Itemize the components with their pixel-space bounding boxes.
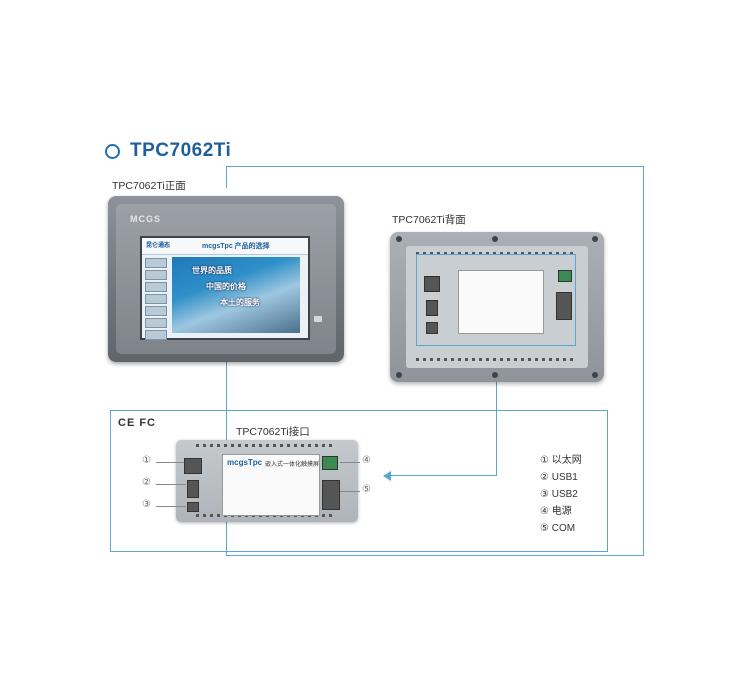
- legend-item: ② USB1: [540, 472, 578, 483]
- com-port: [322, 480, 340, 510]
- interface-device-image: mcgsTpc 嵌入式一体化触摸屏: [176, 440, 358, 522]
- touch-screen: 昆仑通态 mcgsTpc 产品的选择 世界的品质 中国的价格 本土的服务: [140, 236, 310, 340]
- menu-item: [145, 306, 167, 316]
- vents-bottom: [416, 358, 576, 361]
- slogan-2: 中国的价格: [206, 282, 246, 291]
- sticker-brand: mcgsTpc: [227, 458, 263, 467]
- section-header: TPC7062Ti: [105, 140, 231, 162]
- highlight-box: [416, 254, 576, 346]
- power-terminal: [558, 270, 572, 282]
- legend-item: ① 以太网: [540, 455, 582, 466]
- pointer-line: [340, 462, 360, 463]
- back-device-image: [390, 232, 604, 382]
- device-sticker: mcgsTpc 嵌入式一体化触摸屏: [222, 454, 320, 516]
- interface-label: TPC7062Ti接口: [236, 426, 310, 438]
- vents-top: [416, 252, 576, 255]
- sticker-product-type: 嵌入式一体化触摸屏: [265, 462, 320, 468]
- screw-icon: [492, 236, 498, 242]
- port-number-4: ④: [362, 455, 371, 466]
- slogan-1: 世界的品质: [192, 266, 232, 275]
- port-number-5: ⑤: [362, 484, 371, 495]
- vents-top: [196, 444, 336, 447]
- screen-header: 昆仑通态 mcgsTpc 产品的选择: [142, 238, 308, 255]
- port-number-3: ③: [142, 499, 151, 510]
- usb1-port: [187, 480, 199, 498]
- legend-item: ⑤ COM: [540, 523, 576, 534]
- port-number-1: ①: [142, 455, 151, 466]
- legend-item: ④ 电源: [540, 506, 572, 517]
- connector-line-left-top: [226, 166, 227, 188]
- back-label: TPC7062Ti背面: [392, 214, 466, 226]
- connector-line-right: [643, 166, 644, 556]
- certification-marks: CE FC: [118, 417, 156, 429]
- pointer-line: [156, 506, 186, 507]
- screw-icon: [396, 236, 402, 242]
- screen-side-menu: [145, 258, 167, 342]
- circle-bullet-icon: [105, 143, 120, 159]
- connector-line-bottom: [226, 555, 644, 556]
- port-number-2: ②: [142, 477, 151, 488]
- screen-banner: mcgsTpc 产品的选择: [202, 243, 270, 250]
- front-device-image: MCGS 昆仑通态 mcgsTpc 产品的选择 世界的品质 中国的价格 本土的服…: [108, 196, 344, 362]
- power-led: [314, 316, 322, 322]
- menu-item: [145, 258, 167, 268]
- connector-line-top: [226, 166, 644, 167]
- pointer-line: [340, 491, 360, 492]
- screw-icon: [396, 372, 402, 378]
- ethernet-port: [184, 458, 202, 474]
- front-logo: MCGS: [130, 214, 161, 224]
- arrow-line-horizontal: [390, 475, 497, 476]
- volcano-photo: 世界的品质 中国的价格 本土的服务: [172, 257, 300, 333]
- screw-icon: [592, 372, 598, 378]
- legend-item: ③ USB2: [540, 489, 578, 500]
- menu-item: [145, 294, 167, 304]
- interface-panel: [110, 410, 608, 552]
- power-terminal: [322, 456, 338, 470]
- screw-icon: [492, 372, 498, 378]
- page-title: TPC7062Ti: [130, 140, 232, 161]
- back-sticker: [458, 270, 544, 334]
- usb2-port: [426, 322, 438, 334]
- port-legend: ① 以太网 ② USB1 ③ USB2 ④ 电源 ⑤ COM: [540, 452, 582, 537]
- menu-item: [145, 318, 167, 328]
- menu-item: [145, 270, 167, 280]
- screw-icon: [592, 236, 598, 242]
- screen-brand: 昆仑通态: [146, 243, 171, 249]
- pointer-line: [156, 484, 186, 485]
- usb1-port: [426, 300, 438, 316]
- menu-item: [145, 330, 167, 340]
- ethernet-port: [424, 276, 440, 292]
- menu-item: [145, 282, 167, 292]
- arrow-left-icon: [383, 471, 391, 481]
- slogan-3: 本土的服务: [220, 298, 260, 307]
- front-label: TPC7062Ti正面: [112, 180, 186, 192]
- back-panel: [406, 246, 588, 368]
- com-port: [556, 292, 572, 320]
- usb2-port: [187, 502, 199, 512]
- pointer-line: [156, 462, 184, 463]
